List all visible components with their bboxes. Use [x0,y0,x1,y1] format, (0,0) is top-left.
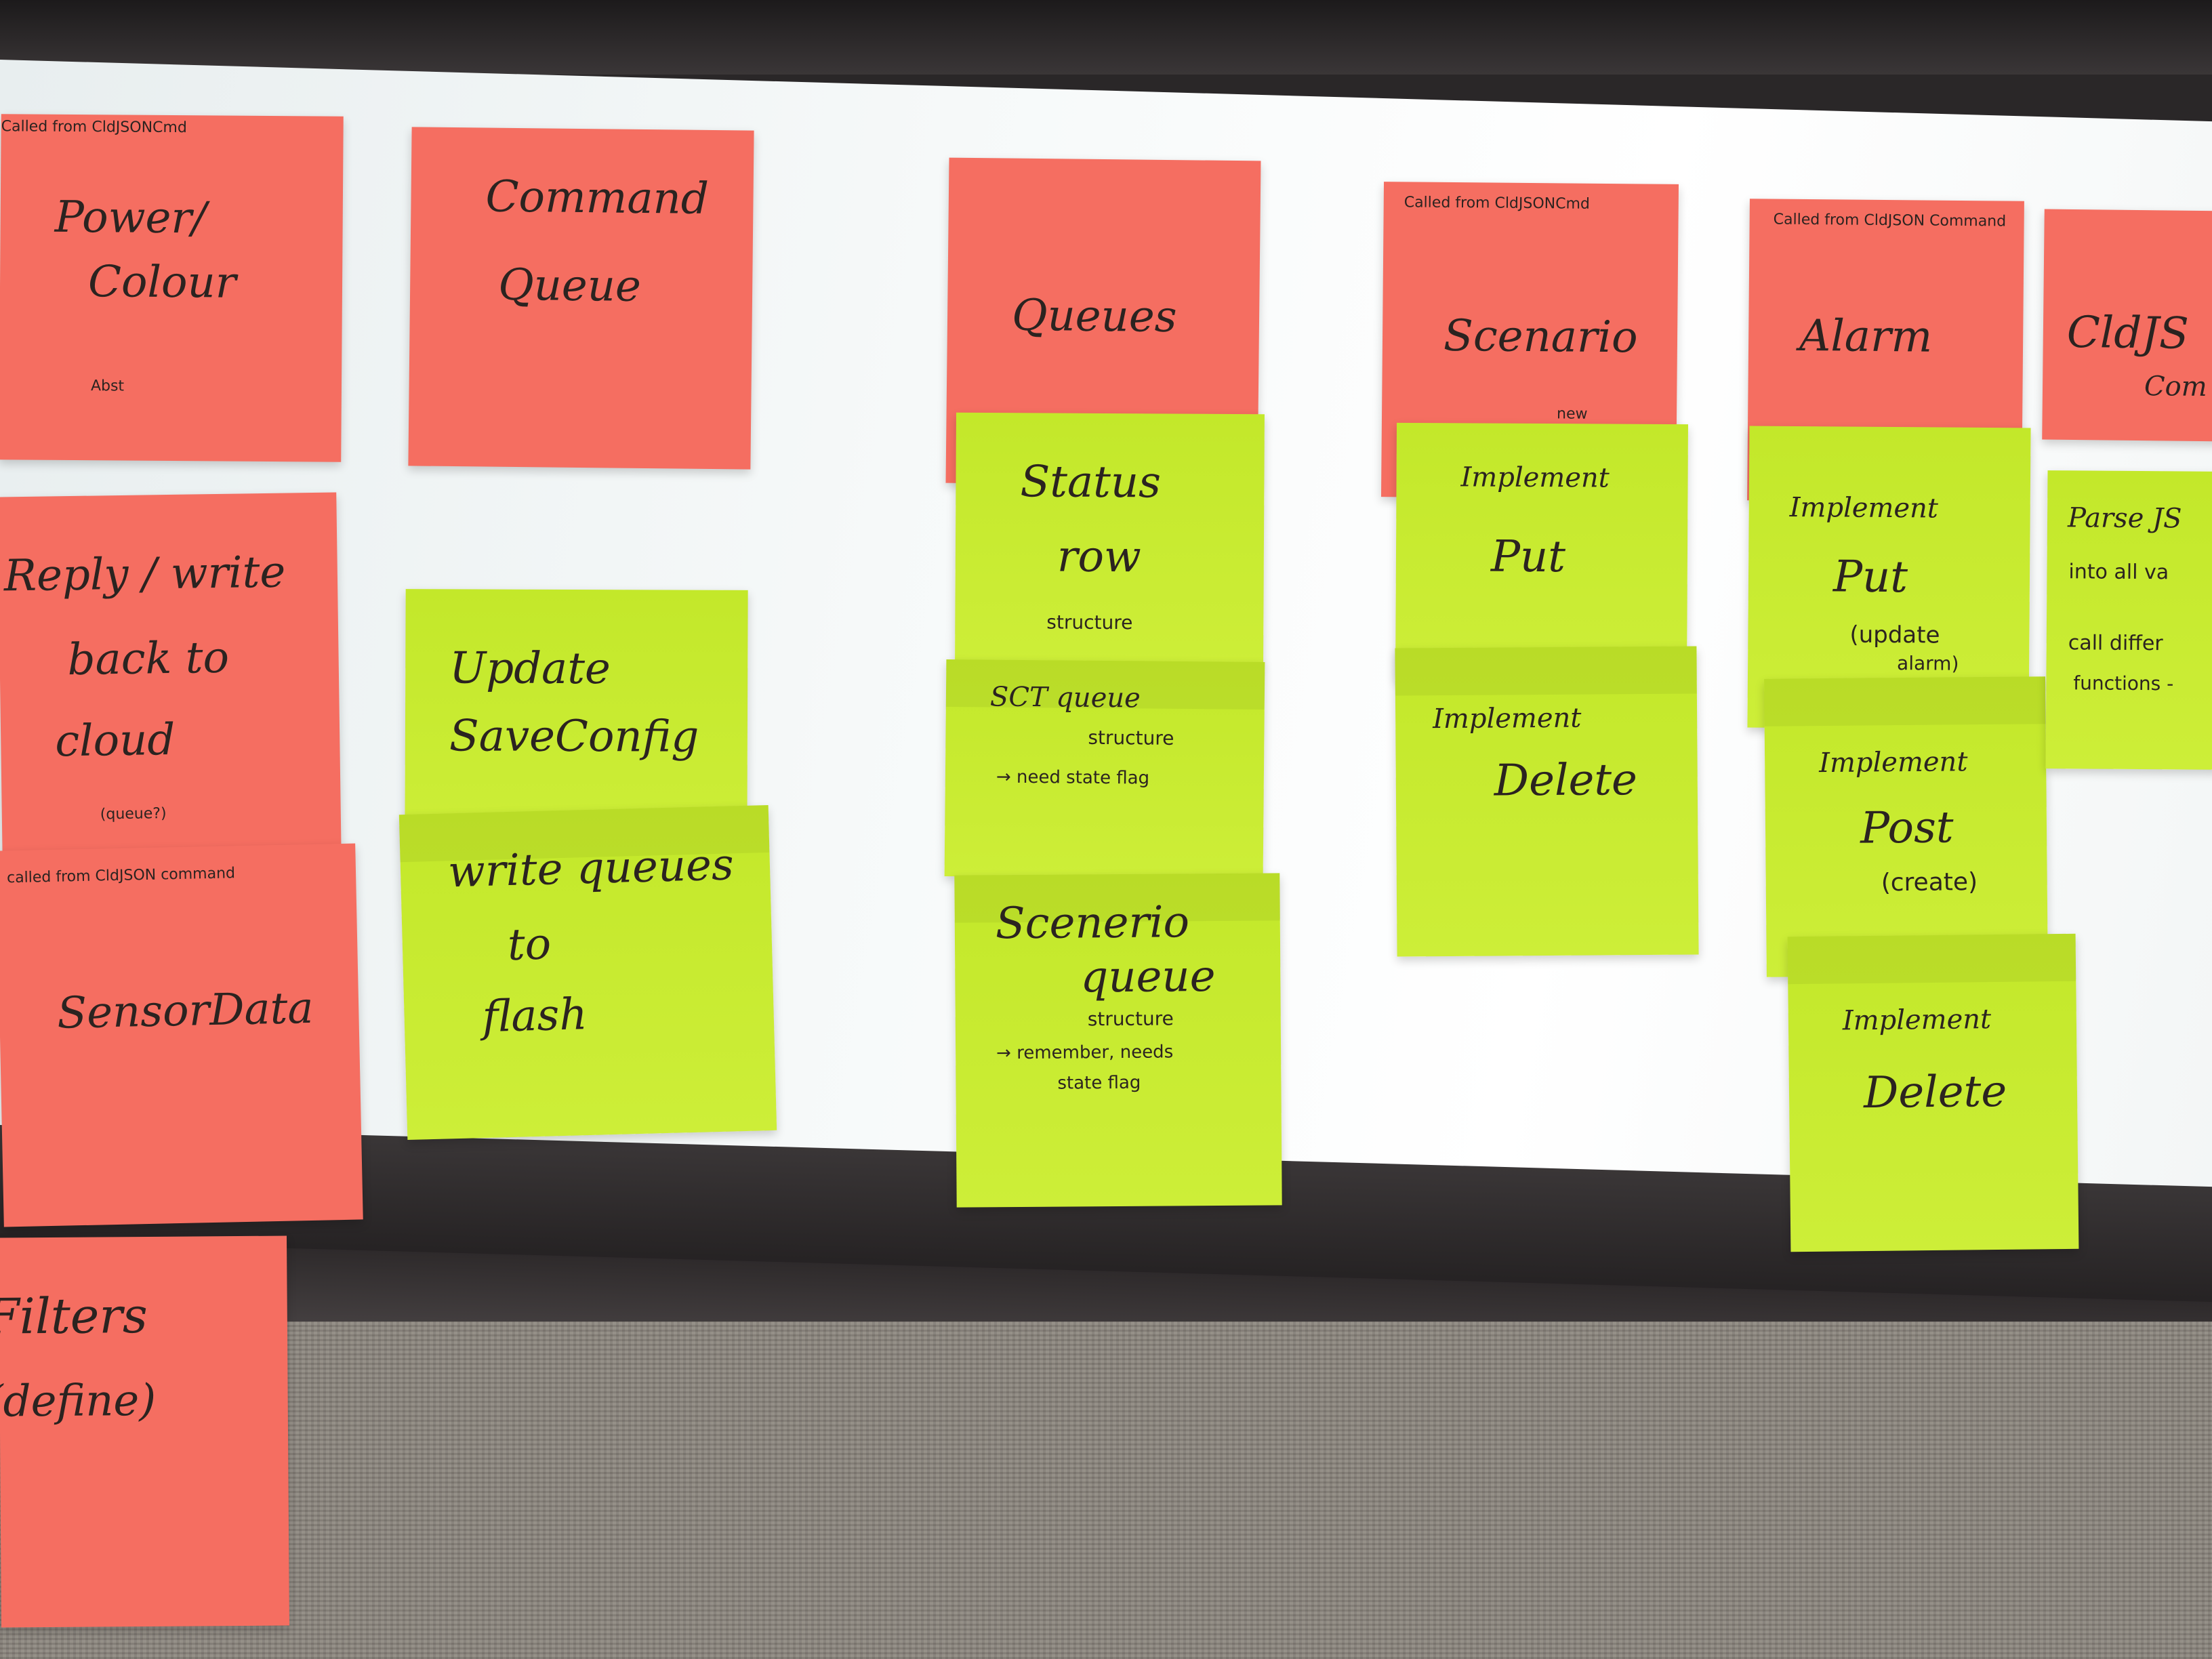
note-text: Scenerio [995,897,1190,949]
note-text: Parse JS [2067,502,2182,535]
note-caption: called from CldJSON command [6,865,236,887]
note-text: Implement [1460,462,1610,494]
note-text: Implement [1432,702,1582,735]
note-text: Put [1490,531,1566,583]
note-text: Implement [1789,491,1939,525]
note-alarm-implement-delete: Implement Delete [1787,933,2079,1252]
note-filters: Filters (define) [0,1235,290,1628]
note-text: Queue [497,260,642,312]
note-text: Implement [1818,746,1968,779]
note-subtext: state flag [1057,1072,1141,1094]
note-scribble: Abst [90,377,125,395]
whiteboard-top-frame [0,0,2212,75]
note-text: (define) [0,1375,157,1427]
note-caption: Called from CldJSONCmd [1404,194,1591,213]
note-caption: Called from CldJSONCmd [1,118,187,137]
note-reply-write: Reply / write back to cloud (queue?) [0,492,342,863]
note-text: Com [2144,371,2207,403]
cubicle-fabric-wall [0,1322,2212,1659]
note-text: back to [67,632,230,686]
note-text: Delete [1863,1066,2007,1119]
note-power-colour: Called from CldJSONCmd Power/ Colour Abs… [0,114,344,462]
note-text: cloud [54,714,176,767]
note-write-queues: write queues to flash [398,804,777,1141]
note-text: Status [1020,457,1162,508]
note-sensor-data: called from CldJSON command SensorData [0,843,363,1227]
note-scenario-implement-put: Implement Put [1395,422,1688,682]
note-text: Update [449,643,611,695]
note-text: Delete [1494,755,1638,806]
note-subtext: structure [1088,726,1174,750]
note-scenerio-queue: Scenerio queue structure → remember, nee… [954,873,1282,1208]
note-text: Filters [0,1286,148,1345]
note-text: Colour [87,257,237,308]
note-subtext: call differ [2068,631,2163,656]
note-text: queue [1080,951,1216,1003]
note-subtext: → need state flag [996,766,1150,789]
note-text: SensorData [56,983,314,1039]
note-subtext: into all va [2068,560,2169,585]
note-text: SCT queue [989,681,1141,714]
note-parse-json: Parse JS into all va call differ functio… [2045,470,2212,770]
note-text: CldJS [2066,307,2190,359]
note-subtext: functions - [2073,672,2174,695]
note-text: Put [1832,552,1908,603]
note-subtext: structure [1087,1007,1174,1031]
note-cldjson-command: CldJS Com [2042,209,2212,442]
note-alarm-implement-post: Implement Post (create) [1764,676,2048,977]
note-sct-queue: SCT queue structure → need state flag [944,659,1265,880]
note-subtext: structure [1046,611,1133,634]
note-scenario-implement-delete: Implement Delete [1395,646,1699,957]
note-subtext: new [1556,405,1588,423]
note-text: SaveConfig [449,711,699,762]
note-subtext: → remember, needs [996,1042,1174,1064]
note-subtext: (queue?) [100,805,167,823]
note-text: Command [485,171,710,224]
note-text: Alarm [1799,310,1933,363]
note-text: Scenario [1443,310,1638,363]
note-text: to [506,919,552,971]
note-text: Queues [1011,290,1177,343]
note-subtext: alarm) [1897,652,1959,675]
note-text: write queues [447,840,735,898]
note-text: Implement [1842,1004,1992,1037]
note-subtext: (create) [1881,868,1978,897]
note-text: Post [1860,802,1954,854]
note-text: flash [481,989,588,1043]
note-text: row [1057,531,1141,583]
note-subtext: (update [1849,621,1940,649]
note-command-queue: Command Queue [408,127,754,470]
note-text: Reply / write [3,547,286,602]
note-status-row: Status row structure [955,412,1265,665]
note-text: Power/ [54,192,207,244]
note-caption: Called from CldJSON Command [1773,211,2007,230]
